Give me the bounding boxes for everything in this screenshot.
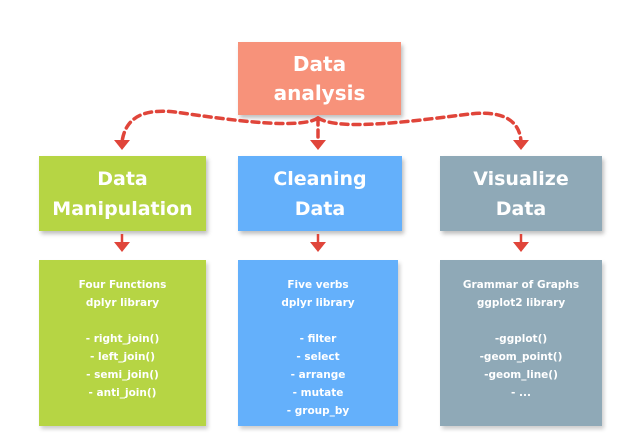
detail-subheader-3: ggplot2 library [476, 297, 566, 309]
verb-list: - filter - select - arrange - mutate - g… [238, 330, 398, 420]
list-item: - ... [511, 387, 531, 399]
list-item: - arrange [290, 369, 346, 381]
cleaning-data-box: Cleaning Data [238, 156, 402, 231]
list-item: -geom_line() [484, 369, 558, 381]
cleaning-data-title-line1: Cleaning [273, 167, 367, 190]
detail-header-2: Five verbs [287, 279, 349, 291]
data-analysis-box: Data analysis [238, 42, 401, 115]
visualize-data-box: Visualize Data [440, 156, 602, 231]
list-item: - semi_join() [86, 369, 159, 381]
down-arrowheads [114, 242, 529, 252]
down-arrow-icon [114, 242, 130, 252]
visualize-data-title-line1: Visualize [473, 167, 569, 190]
data-analysis-line1: Data [292, 51, 347, 76]
list-item: - select [296, 351, 340, 363]
cleaning-data-detail-box: Five verbs dplyr library - filter - sele… [238, 260, 398, 426]
list-item: - filter [299, 333, 337, 345]
list-item: - left_join() [89, 351, 156, 363]
list-item: - group_by [286, 405, 350, 417]
arrowheads [114, 140, 529, 150]
data-manipulation-title-line1: Data [97, 167, 148, 190]
list-item: -ggplot() [494, 333, 548, 345]
dashed-curve-arrows [120, 109, 523, 144]
down-arrow-icon [513, 242, 529, 252]
arrowhead-icon [310, 140, 326, 150]
function-list: - right_join() - left_join() - semi_join… [39, 330, 206, 402]
data-analysis-line2: analysis [273, 80, 366, 105]
detail-subheader-2: dplyr library [281, 297, 355, 309]
visualize-data-title-line2: Data [495, 197, 547, 220]
list-item: - mutate [292, 387, 344, 399]
solid-down-arrows [120, 234, 523, 244]
list-item: - anti_join() [88, 387, 157, 399]
data-manipulation-box: Data Manipulation [39, 156, 206, 231]
cleaning-data-title-line2: Data [294, 197, 346, 220]
list-item: - right_join() [85, 333, 160, 345]
data-manipulation-detail-box: Four Functions dplyr library - right_joi… [39, 260, 206, 426]
detail-subheader-1: dplyr library [85, 297, 160, 309]
detail-header-3: Grammar of Graphs [462, 279, 580, 291]
down-arrow-icon [310, 242, 326, 252]
arrowhead-icon [114, 140, 130, 150]
list-item: -geom_point() [479, 351, 563, 363]
visualize-data-detail-box: Grammar of Graphs ggplot2 library -ggplo… [440, 260, 602, 426]
arrowhead-icon [513, 140, 529, 150]
geom-list: -ggplot() -geom_point() -geom_line() - .… [440, 330, 602, 402]
data-manipulation-title-line2: Manipulation [52, 197, 193, 220]
curve-to-visualize-data [316, 111, 523, 144]
curve-to-data-manipulation [120, 109, 320, 144]
detail-header-1: Four Functions [78, 279, 167, 291]
